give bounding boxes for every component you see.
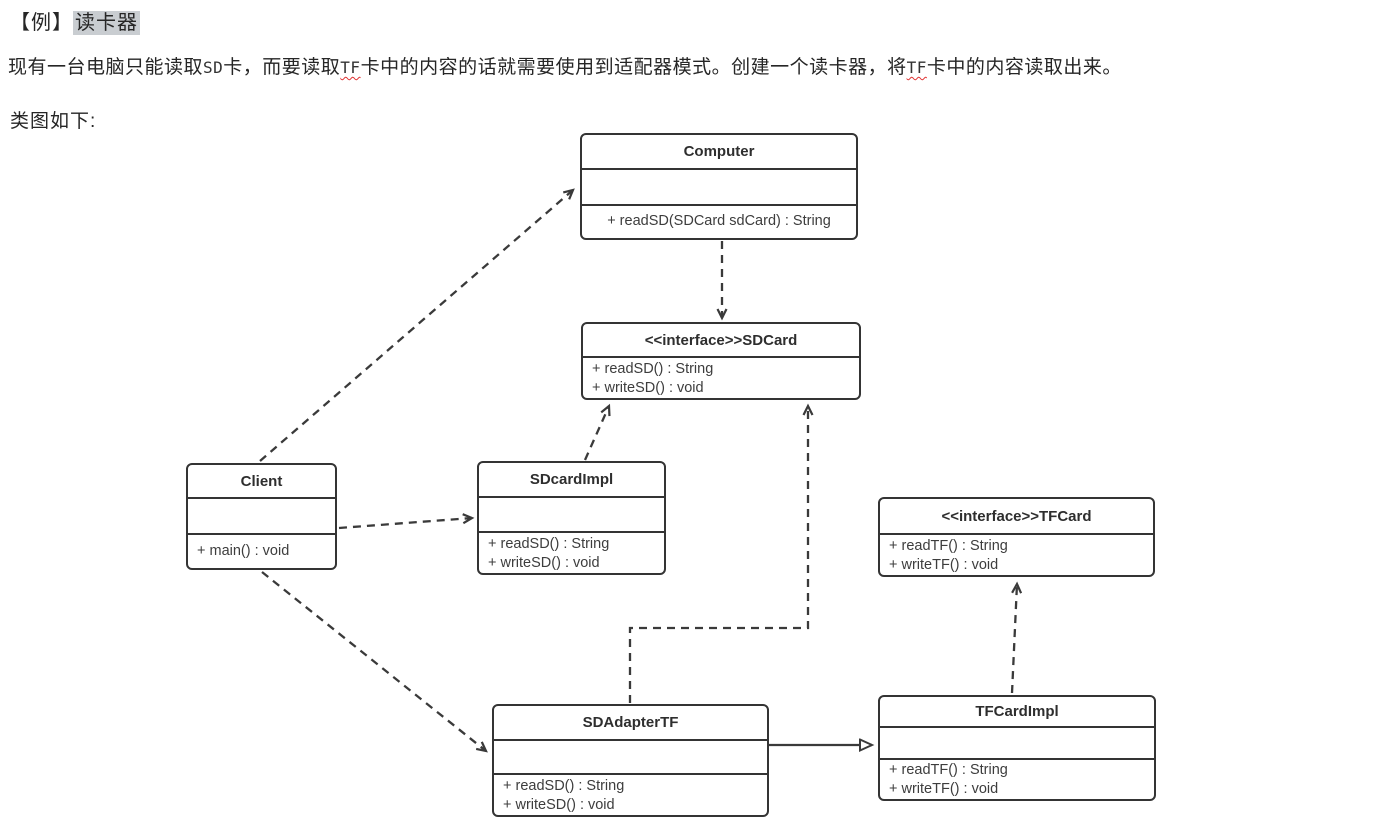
uml-class-sdadaptertf: SDAdapterTF + readSD() : String + writeS… (492, 704, 769, 817)
uml-class-title: TFCardImpl (975, 702, 1059, 720)
uml-interface-sdcard: <<interface>>SDCard + readSD() : String … (581, 322, 861, 400)
uml-class-client: Client + main() : void (186, 463, 337, 570)
uml-method: + writeSD() : void (503, 797, 615, 813)
dependency-client-sdadaptertf (261, 571, 488, 753)
uml-class-title: SDcardImpl (529, 470, 614, 488)
paragraph-text: 卡中的内容读取出来。 (926, 57, 1122, 78)
uml-class-title: SDAdapterTF (582, 713, 679, 731)
uml-method: + readTF() : String (889, 538, 1008, 554)
paragraph-text: 现有一台电脑只能读取 (8, 57, 204, 78)
uml-methods-compartment: + readTF() : String + writeTF() : void (880, 533, 1153, 575)
inline-code-tf: TF (906, 58, 927, 77)
uml-methods-compartment: + readSD(SDCard sdCard) : String (582, 204, 856, 238)
intro-paragraph: 现有一台电脑只能读取SD卡，而要读取TF卡中的内容的话就需要使用到适配器模式。创… (8, 52, 1395, 79)
uml-methods-compartment: + main() : void (188, 533, 335, 568)
uml-class-title: <<interface>>SDCard (644, 331, 798, 349)
uml-methods-compartment: + readSD() : String + writeSD() : void (583, 356, 859, 398)
paragraph-text: 卡，而要读取 (223, 57, 341, 78)
dependency-client-sdcardimpl (338, 513, 475, 530)
inline-code-tf: TF (340, 58, 361, 77)
uml-class-title: Client (240, 472, 283, 490)
uml-attributes-compartment (188, 497, 335, 533)
uml-methods-compartment: + readSD() : String + writeSD() : void (494, 773, 767, 815)
uml-class-sdcardimpl: SDcardImpl + readSD() : String + writeSD… (477, 461, 666, 575)
uml-class-tfcardimpl: TFCardImpl + readTF() : String + writeTF… (878, 695, 1156, 801)
uml-method: + writeSD() : void (488, 555, 600, 571)
uml-method: + readSD(SDCard sdCard) : String (607, 213, 831, 229)
uml-method: + writeTF() : void (889, 557, 999, 573)
uml-method: + writeSD() : void (592, 380, 704, 396)
title-highlighted-text: 读卡器 (73, 11, 140, 35)
page-title: 【例】读卡器 (10, 6, 140, 35)
paragraph-text: 卡中的内容的话就需要使用到适配器模式。创建一个读卡器，将 (360, 57, 907, 78)
title-prefix: 【例】 (10, 12, 73, 34)
realization-tfcardimpl-tfcard (1010, 581, 1023, 694)
uml-methods-compartment: + readTF() : String + writeTF() : void (880, 758, 1154, 799)
uml-attributes-compartment (479, 495, 664, 532)
uml-class-computer: Computer + readSD(SDCard sdCard) : Strin… (580, 133, 858, 240)
uml-methods-compartment: + readSD() : String + writeSD() : void (479, 531, 664, 573)
uml-method: + readSD() : String (592, 361, 714, 377)
uml-method: + readSD() : String (503, 778, 625, 794)
dependency-client-computer (259, 188, 575, 462)
uml-method: + readTF() : String (889, 762, 1008, 778)
uml-method: + writeTF() : void (889, 781, 999, 797)
realization-sdcardimpl-sdcard (583, 403, 611, 461)
uml-attributes-compartment (582, 168, 856, 204)
uml-attributes-compartment (494, 738, 767, 774)
inline-code-sd: SD (203, 58, 224, 77)
uml-class-title: Computer (683, 143, 755, 160)
diagram-caption: 类图如下: (10, 111, 97, 132)
uml-method: + main() : void (197, 543, 290, 559)
uml-class-title: <<interface>>TFCard (941, 507, 1092, 525)
uml-attributes-compartment (880, 725, 1154, 758)
uml-interface-tfcard: <<interface>>TFCard + readTF() : String … (878, 497, 1155, 577)
uml-method: + readSD() : String (488, 536, 610, 552)
